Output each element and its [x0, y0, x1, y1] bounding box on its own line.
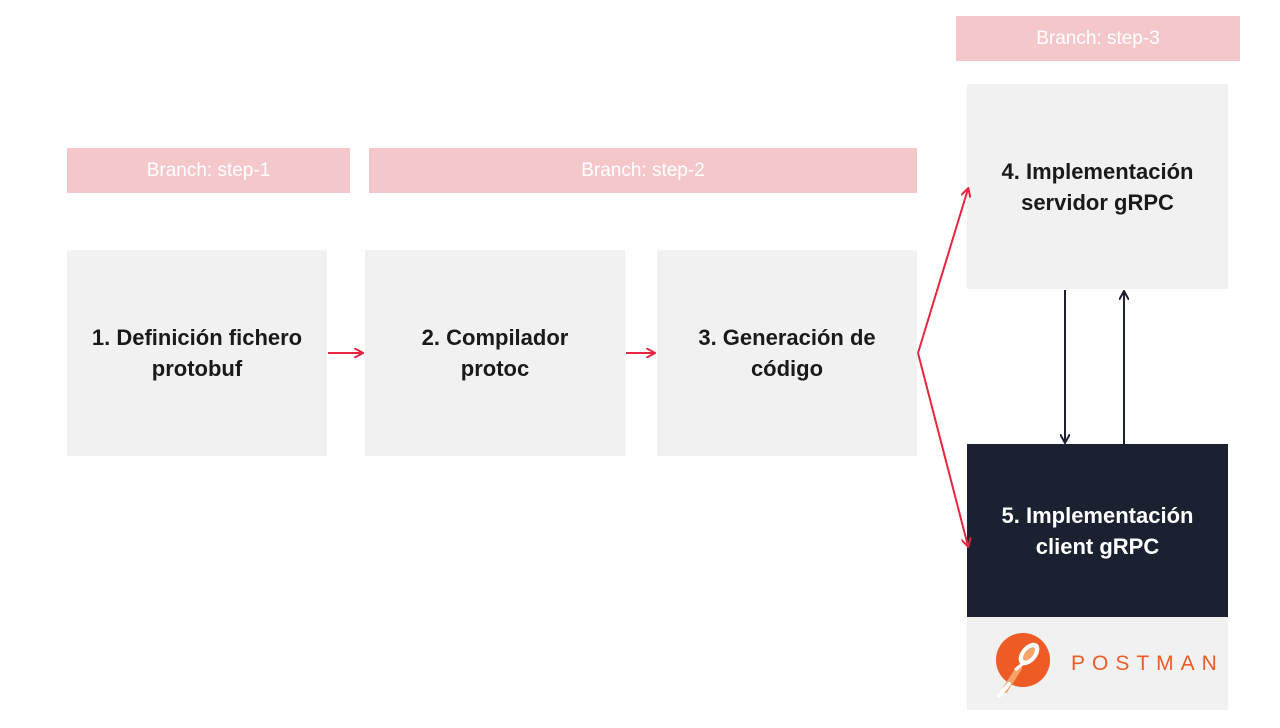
branch-step-1-label: Branch: step-1 — [67, 148, 350, 193]
arrow-step3-to-step5 — [917, 352, 968, 546]
arrow-step3-to-step4 — [917, 189, 968, 354]
postman-logo-text: POSTMAN — [1071, 651, 1224, 675]
step-5-box: 5. Implementación client gRPC — [967, 444, 1228, 617]
step-4-box: 4. Implementación servidor gRPC — [967, 84, 1228, 289]
branch-step-2-label: Branch: step-2 — [369, 148, 917, 193]
branch-step-3-label: Branch: step-3 — [956, 16, 1240, 61]
postman-rocket-icon — [996, 632, 1050, 698]
step-5-label: 5. Implementación client gRPC — [1001, 502, 1194, 559]
postman-logo: POSTMAN — [967, 617, 1228, 710]
step-2-box: 2. Compilador protoc — [365, 250, 625, 456]
step-3-label: 3. Generación de código — [698, 325, 876, 381]
step-4-label: 4. Implementación servidor gRPC — [1001, 158, 1194, 215]
step-1-label: 1. Definición fichero protobuf — [91, 325, 303, 381]
step-3-box: 3. Generación de código — [657, 250, 917, 456]
step-1-box: 1. Definición fichero protobuf — [67, 250, 327, 456]
step-2-label: 2. Compilador protoc — [421, 325, 569, 381]
